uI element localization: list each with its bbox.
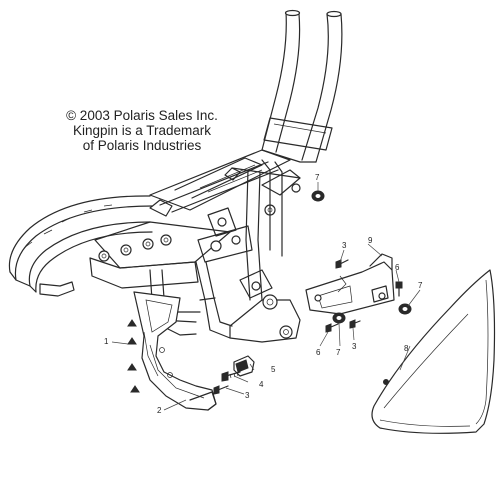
part-3-top-screw [335, 259, 349, 269]
callout-3-lower: 3 [245, 391, 250, 400]
callout-6-right: 6 [395, 263, 400, 272]
copyright-notice: © 2003 Polaris Sales Inc. Kingpin is a T… [52, 108, 232, 153]
part-7-right-grommet [398, 303, 412, 315]
callout-6-lower: 6 [316, 348, 321, 357]
part-9-bracket [305, 253, 395, 315]
frame-mid-section [89, 199, 253, 289]
callout-3-right: 3 [352, 342, 357, 351]
callout-4: 4 [259, 380, 264, 389]
part-7-lower-grommet [332, 312, 346, 324]
copyright-line-3: of Polaris Industries [82, 138, 202, 153]
callout-7-right: 7 [418, 281, 423, 290]
callout-3-top: 3 [342, 241, 347, 250]
part-8-side-cover [371, 269, 496, 434]
part-4-screw [221, 371, 241, 382]
part-3-lower-screw [213, 385, 229, 395]
callout-1: 1 [104, 337, 109, 346]
callout-7-top: 7 [315, 173, 320, 182]
callout-5: 5 [271, 365, 276, 374]
callout-labels: 1 2 3 4 5 3 9 6 7 7 6 7 3 8 [104, 173, 423, 415]
callout-8: 8 [404, 344, 409, 353]
frame-down-tubes [149, 159, 301, 343]
part-7-top-grommet [311, 190, 325, 202]
part-3-right-screw [349, 319, 361, 329]
frame-backbone [149, 149, 301, 216]
part-6-right-screw [395, 281, 403, 297]
leader-lines [111, 182, 421, 411]
frame-rear-loop [8, 195, 153, 297]
part-5-clip [233, 355, 255, 377]
copyright-line-2: Kingpin is a Trademark [72, 123, 212, 138]
callout-7-lower: 7 [336, 348, 341, 357]
part-1-fasteners [127, 319, 140, 393]
side-cover-panel [133, 291, 217, 411]
callout-9: 9 [368, 236, 373, 245]
copyright-line-1: © 2003 Polaris Sales Inc. [66, 108, 218, 123]
callout-2: 2 [157, 406, 162, 415]
part-6-lower-screw [325, 323, 339, 333]
frame-steering-tubes [231, 9, 343, 179]
